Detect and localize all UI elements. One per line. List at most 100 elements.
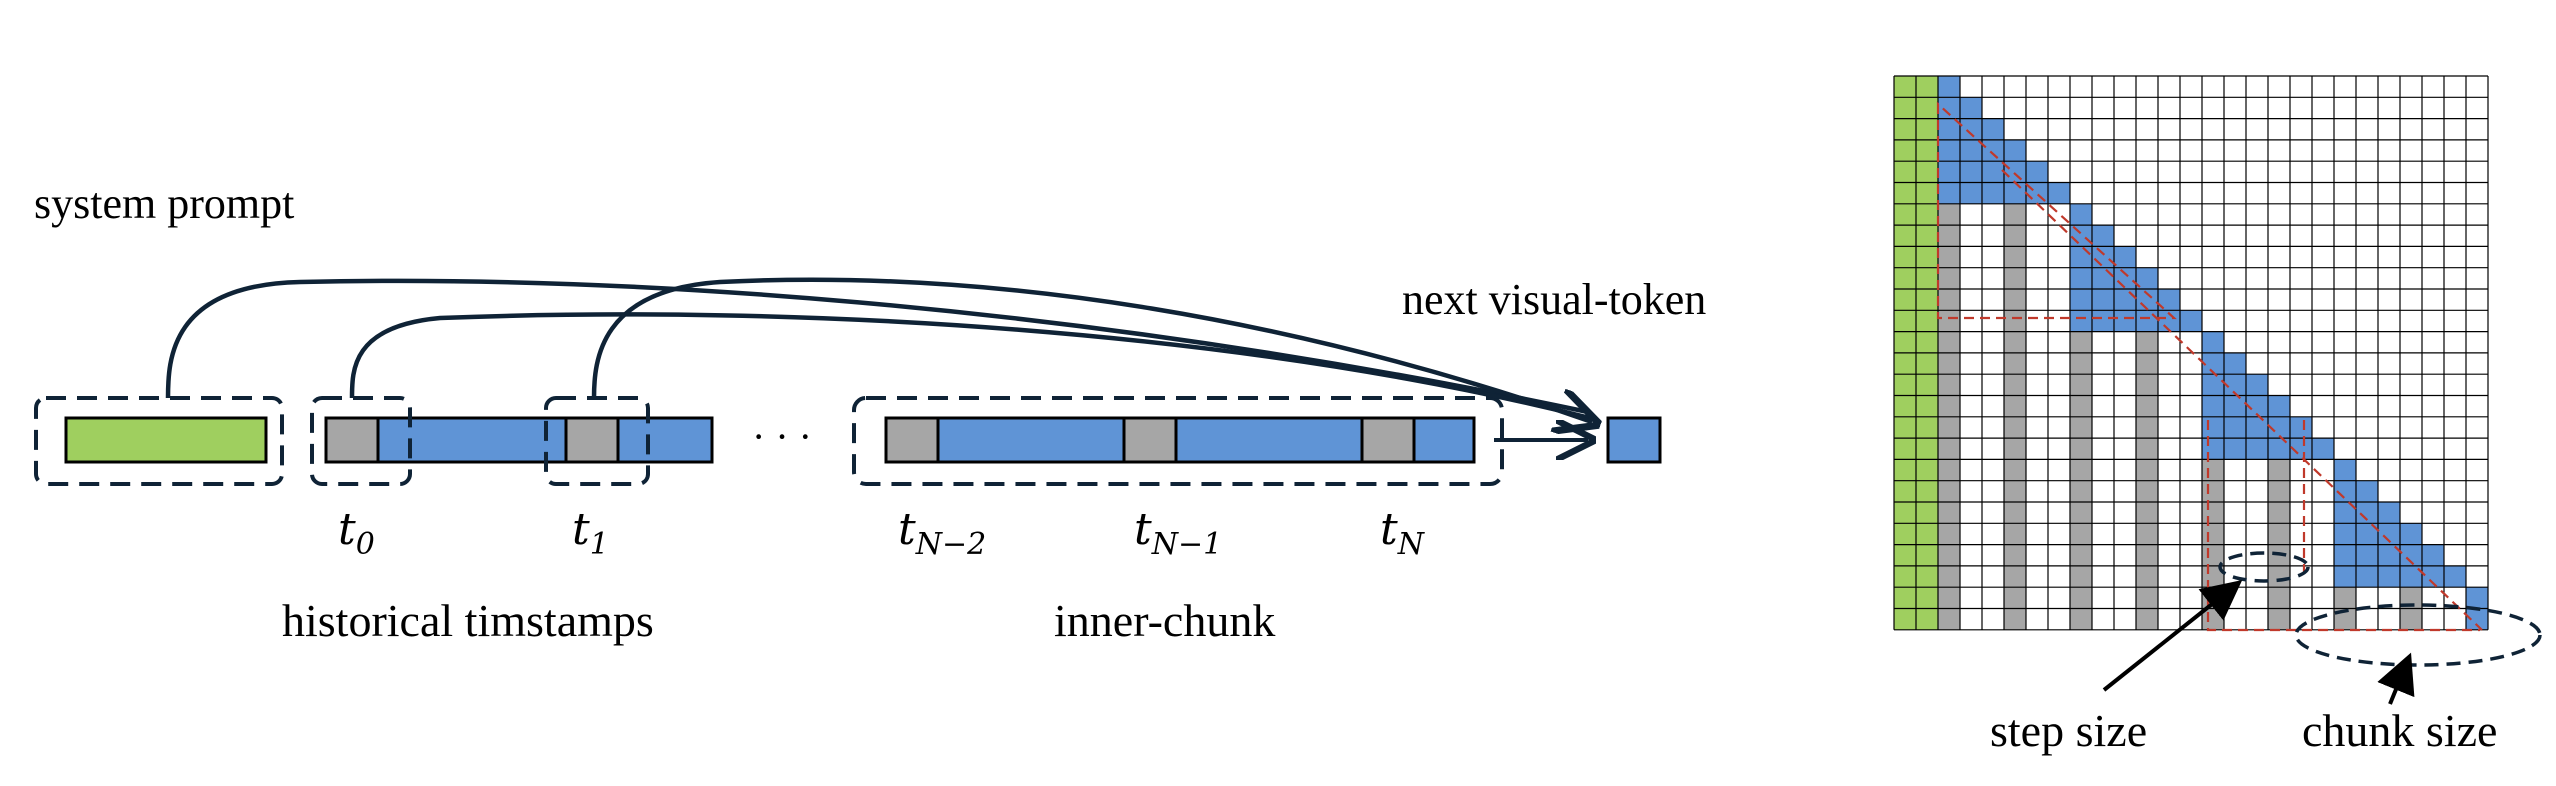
mask-cell xyxy=(1894,118,1916,140)
mask-cell xyxy=(2202,416,2224,439)
mask-cell xyxy=(2356,502,2378,524)
mask-cell xyxy=(2004,544,2026,566)
mask-cell xyxy=(1916,118,1938,140)
mask-cell xyxy=(1916,438,1938,460)
mask-cell xyxy=(2268,502,2290,524)
mask-cell xyxy=(1916,374,1938,396)
mask-cell xyxy=(2136,331,2158,353)
mask-cell xyxy=(2268,608,2290,630)
step-size-marker xyxy=(2218,551,2310,583)
mask-cell xyxy=(2268,565,2290,588)
mask-cell xyxy=(2224,416,2246,439)
mask-cell xyxy=(2356,544,2378,566)
label-t1: t1 xyxy=(572,504,609,562)
mask-cell xyxy=(1894,395,1916,417)
mask-cell xyxy=(1960,161,1982,183)
mask-cell xyxy=(1894,225,1916,247)
mask-cell xyxy=(2070,608,2092,630)
mask-cell xyxy=(2070,246,2092,268)
mask-cell xyxy=(2070,416,2092,439)
mask-cell xyxy=(1894,502,1916,524)
mask-cell xyxy=(1982,182,2004,204)
mask-cell xyxy=(1894,246,1916,268)
mask-cell xyxy=(2378,523,2400,545)
mask-cell xyxy=(2070,225,2092,247)
mask-cell xyxy=(2114,246,2136,268)
t0-dashed-box xyxy=(310,396,412,486)
mask-cell xyxy=(1894,459,1916,481)
mask-cell xyxy=(2114,289,2136,311)
mask-cell xyxy=(2114,267,2136,289)
mask-cell xyxy=(2136,565,2158,588)
mask-cell xyxy=(1982,118,2004,140)
mask-cell xyxy=(2004,459,2026,481)
mask-cell xyxy=(1960,97,1982,119)
mask-cell xyxy=(2334,608,2356,630)
historical-timestamps-label: historical timstamps xyxy=(282,595,654,646)
mask-cell xyxy=(2268,395,2290,417)
label-tN-1: tN−1 xyxy=(1134,504,1222,562)
mask-cell xyxy=(2136,395,2158,417)
mask-cell xyxy=(2246,395,2268,417)
attention-curve-t1 xyxy=(591,277,1592,422)
mask-cell xyxy=(1938,395,1960,417)
mask-cell xyxy=(2004,289,2026,311)
mask-cell xyxy=(1894,374,1916,396)
mask-cell xyxy=(2004,331,2026,353)
mask-cell xyxy=(2136,502,2158,524)
mask-cell xyxy=(2004,416,2026,439)
mask-cell xyxy=(2224,374,2246,396)
mask-cell xyxy=(1938,352,1960,375)
mask-cell xyxy=(1916,352,1938,375)
mask-cell xyxy=(1938,225,1960,247)
mask-cell xyxy=(1916,587,1938,609)
mask-cell xyxy=(1916,203,1938,226)
mask-cell xyxy=(2290,416,2312,439)
mask-cell xyxy=(2004,523,2026,545)
mask-cell xyxy=(1938,544,1960,566)
mask-cell xyxy=(1938,267,1960,289)
mask-cell xyxy=(2136,310,2158,332)
mask-cell xyxy=(2202,502,2224,524)
attention-curve-system-prompt xyxy=(165,278,1589,415)
mask-cell xyxy=(2136,608,2158,630)
mask-cell xyxy=(2334,480,2356,502)
inner-chunk-label: inner-chunk xyxy=(1054,595,1275,646)
history-chunk-1 xyxy=(324,416,714,464)
mask-cell xyxy=(1894,203,1916,226)
mask-cell xyxy=(1916,459,1938,481)
mask-cell xyxy=(1894,523,1916,545)
sequence-ellipsis: · · · xyxy=(752,414,812,459)
mask-cell xyxy=(2004,203,2026,226)
mask-cell xyxy=(1894,139,1916,162)
mask-cell xyxy=(2202,480,2224,502)
mask-cell xyxy=(2092,289,2114,311)
mask-cell xyxy=(1938,118,1960,140)
mask-cell xyxy=(1916,480,1938,502)
attention-curve-t0 xyxy=(349,312,1591,421)
mask-cell xyxy=(1938,374,1960,396)
mask-cell xyxy=(1938,246,1960,268)
next-visual-token-block xyxy=(1606,416,1662,464)
mask-cell xyxy=(2268,523,2290,545)
mask-cell xyxy=(2246,416,2268,439)
mask-cell xyxy=(1938,289,1960,311)
mask-cell xyxy=(2400,565,2422,588)
mask-cell xyxy=(2004,182,2026,204)
timestamp-token-t0 xyxy=(324,416,380,464)
mask-cell xyxy=(2004,502,2026,524)
mask-cell xyxy=(1894,480,1916,502)
mask-cell xyxy=(2004,246,2026,268)
mask-cell xyxy=(1938,480,1960,502)
mask-cell xyxy=(2070,267,2092,289)
mask-cell xyxy=(2026,161,2048,183)
next-visual-token-label: next visual-token xyxy=(1402,275,1706,324)
mask-cell xyxy=(1916,76,1938,98)
mask-cell xyxy=(2070,459,2092,481)
mask-cell xyxy=(2004,480,2026,502)
mask-cell xyxy=(2400,544,2422,566)
mask-cell xyxy=(1916,502,1938,524)
mask-cell xyxy=(1916,608,1938,630)
mask-cell xyxy=(2136,267,2158,289)
